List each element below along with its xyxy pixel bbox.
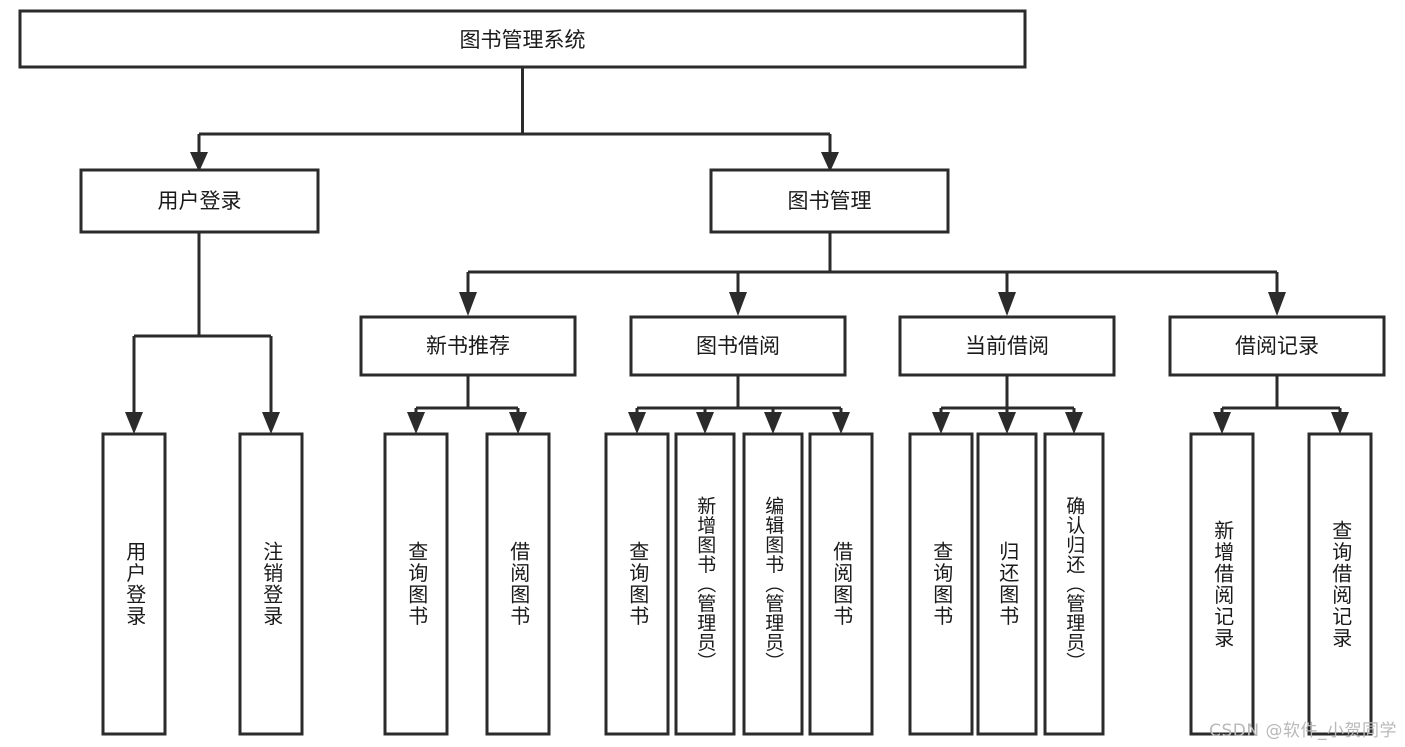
arrow-head-leaf-edit-book: [764, 412, 782, 434]
csdn-watermark: CSDN @软件_小贺同学: [1209, 721, 1397, 741]
arrow-head-leaf-borrow-book-2: [832, 412, 850, 434]
node-borrow-record-box[interactable]: [1168, 315, 1386, 377]
arrow-head-leaf-query-book-3: [932, 412, 950, 434]
arrow-head-user-login: [190, 152, 208, 172]
node-leaf-add-book-box[interactable]: [674, 432, 736, 736]
connector-layer: [125, 67, 1349, 434]
node-leaf-user-login-box[interactable]: [101, 432, 167, 736]
node-book-management-box[interactable]: [709, 168, 950, 234]
node-leaf-return-book-box[interactable]: [976, 432, 1038, 736]
node-leaf-add-record-box[interactable]: [1189, 432, 1255, 736]
node-leaf-query-record-box[interactable]: [1307, 432, 1373, 736]
node-leaf-logout-box[interactable]: [238, 432, 304, 736]
node-user-login-box[interactable]: [79, 168, 320, 234]
node-new-book-recommend-box[interactable]: [359, 315, 577, 377]
arrow-head-leaf-confirm-return: [1065, 412, 1083, 434]
node-user-login-label: 用户登录: [158, 189, 242, 213]
node-leaf-edit-book-box[interactable]: [742, 432, 804, 736]
node-leaf-query-book-3-box[interactable]: [908, 432, 974, 736]
arrow-head-leaf-add-book: [696, 412, 714, 434]
arrow-head-new-book-recommend: [459, 292, 477, 316]
arrow-head-borrow-record: [1268, 292, 1286, 316]
node-current-borrow-box[interactable]: [898, 315, 1116, 377]
arrow-head-leaf-borrow-book-1: [509, 412, 527, 434]
node-leaf-query-book-1-box[interactable]: [383, 432, 449, 736]
node-leaf-borrow-book-1-box[interactable]: [485, 432, 551, 736]
node-book-borrow-label: 图书借阅: [696, 334, 780, 358]
arrow-head-book-borrow: [729, 292, 747, 316]
arrow-head-book-management: [821, 152, 839, 172]
node-borrow-record-label: 借阅记录: [1235, 334, 1319, 358]
arrow-head-leaf-user-login: [125, 412, 143, 434]
node-leaf-borrow-book-2-box[interactable]: [808, 432, 874, 736]
node-leaf-confirm-return-box[interactable]: [1043, 432, 1105, 736]
arrow-head-leaf-return-book: [998, 412, 1016, 434]
node-layer: 图书管理系统 用户登录 图书管理 新书推荐 图书借阅 当前借阅 借阅记录: [18, 9, 1386, 736]
node-book-management-label: 图书管理: [788, 189, 872, 213]
node-root-label: 图书管理系统: [460, 28, 586, 52]
arrow-head-current-borrow: [998, 292, 1016, 316]
arrow-head-leaf-add-record: [1213, 412, 1231, 434]
arrow-head-leaf-query-book-1: [407, 412, 425, 434]
node-root-box[interactable]: [18, 9, 1027, 69]
arrow-head-leaf-logout: [262, 412, 280, 434]
node-current-borrow-label: 当前借阅: [965, 334, 1049, 358]
arrow-head-leaf-query-record: [1331, 412, 1349, 434]
node-new-book-recommend-label: 新书推荐: [426, 334, 510, 358]
arrow-head-leaf-query-book-2: [628, 412, 646, 434]
node-leaf-query-book-2-box[interactable]: [604, 432, 670, 736]
node-book-borrow-box[interactable]: [629, 315, 847, 377]
